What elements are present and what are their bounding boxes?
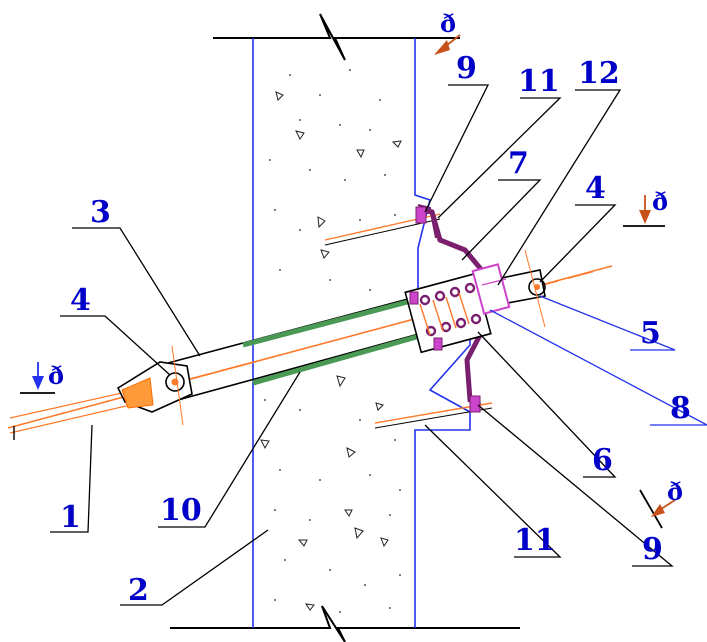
section-mark-top <box>434 34 461 55</box>
leader-11a <box>437 97 562 219</box>
leader-12 <box>497 89 622 286</box>
concrete-dots <box>264 69 401 613</box>
label-12: 12 <box>578 56 620 91</box>
leader-3 <box>72 227 201 357</box>
label-9b: 9 <box>642 532 663 567</box>
label-7: 7 <box>508 146 529 181</box>
leader-lines-blue <box>489 295 707 426</box>
leader-7 <box>461 179 542 261</box>
label-3: 3 <box>90 195 111 230</box>
washers <box>409 206 481 413</box>
leader-2 <box>120 529 269 606</box>
leader-4a <box>60 315 171 376</box>
leader-1 <box>50 424 93 533</box>
label-4b: 4 <box>585 171 606 206</box>
section-symbol-bottom: ð <box>667 477 683 506</box>
leader-11b <box>424 424 562 558</box>
leader-9a <box>424 84 490 213</box>
leader-5 <box>539 295 676 351</box>
section-symbol-top: ð <box>440 9 456 38</box>
left-anchor-head <box>116 345 193 426</box>
leader-8 <box>489 309 707 426</box>
label-2: 2 <box>128 573 149 608</box>
section-mark-left <box>20 362 55 394</box>
bracket-plate-inner <box>417 204 437 239</box>
label-10: 10 <box>160 493 202 528</box>
label-5: 5 <box>640 316 661 351</box>
bracket-plate <box>419 207 483 408</box>
nut <box>471 263 511 315</box>
section-symbol-right: ð <box>652 187 668 216</box>
label-4a: 4 <box>70 283 91 318</box>
leader-10 <box>158 371 301 528</box>
section-mark-bottom <box>639 489 676 529</box>
label-11a: 11 <box>518 64 560 99</box>
leader-6 <box>477 331 617 478</box>
section-symbol-left: ð <box>48 361 64 390</box>
green-sheath <box>242 297 421 386</box>
leader-4b <box>539 204 617 283</box>
label-8: 8 <box>670 391 691 426</box>
leader-9b <box>477 404 674 567</box>
concrete-fill <box>260 91 402 611</box>
label-11b: 11 <box>514 523 556 558</box>
label-6: 6 <box>592 443 613 478</box>
label-9a: 9 <box>456 51 477 86</box>
break-line-bottom <box>170 605 520 642</box>
label-1: 1 <box>60 500 81 535</box>
section-mark-right <box>623 195 665 227</box>
leader-lines <box>50 84 674 606</box>
break-line-top <box>213 13 460 61</box>
